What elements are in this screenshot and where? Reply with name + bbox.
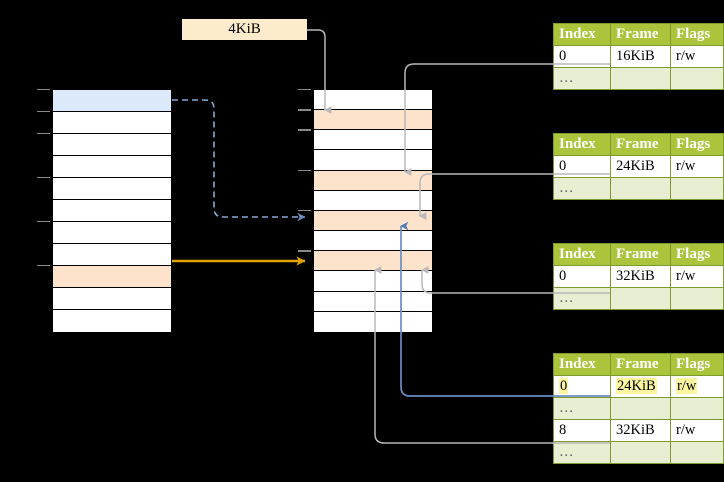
page-size-label: 4KiB bbox=[182, 19, 307, 40]
physical-memory-column-row-10 bbox=[314, 291, 432, 312]
cell-index: 0 bbox=[553, 155, 611, 178]
virtual-address-column-row-1 bbox=[53, 112, 171, 134]
cell-frame: 24KiB bbox=[610, 375, 671, 398]
cell-flags: r/w bbox=[670, 265, 724, 288]
column-header-frame: Frame bbox=[610, 353, 671, 376]
column-header-flags: Flags bbox=[670, 133, 724, 156]
column-tick-mark bbox=[37, 89, 50, 91]
cell-index: … bbox=[553, 67, 611, 90]
column-tick-mark bbox=[37, 265, 50, 267]
physical-memory-column-row-0 bbox=[314, 90, 432, 111]
cell-frame: 16KiB bbox=[610, 45, 671, 68]
table-row: … bbox=[553, 397, 724, 420]
column-header-frame: Frame bbox=[610, 133, 671, 156]
physical-memory-column-row-3 bbox=[314, 150, 432, 171]
physical-memory-column-row-8 bbox=[314, 251, 432, 272]
column-header-frame: Frame bbox=[610, 23, 671, 46]
column-tick-mark bbox=[298, 89, 311, 91]
cell-flags bbox=[670, 177, 724, 200]
virtual-address-column-row-5 bbox=[53, 200, 171, 222]
cell-frame bbox=[610, 441, 671, 464]
physical-memory-column-row-7 bbox=[314, 231, 432, 252]
virtual-address-column-row-0 bbox=[53, 90, 171, 112]
cell-index: 0 bbox=[553, 45, 611, 68]
cell-index: … bbox=[553, 287, 611, 310]
table-row: … bbox=[553, 67, 724, 90]
column-header-flags: Flags bbox=[670, 353, 724, 376]
column-tick-mark bbox=[298, 109, 311, 111]
column-tick-mark bbox=[298, 169, 311, 172]
physical-memory-column-row-5 bbox=[314, 190, 432, 211]
column-tick-mark bbox=[37, 177, 50, 179]
virtual-address-column-row-3 bbox=[53, 156, 171, 178]
column-header-index: Index bbox=[553, 133, 611, 156]
cell-frame bbox=[610, 397, 671, 420]
physical-memory-column-row-6 bbox=[314, 210, 432, 232]
cell-frame: 24KiB bbox=[610, 155, 671, 178]
cell-flags bbox=[670, 287, 724, 310]
column-tick-mark bbox=[298, 210, 311, 212]
cell-flags: r/w bbox=[670, 419, 724, 442]
cell-index: 0 bbox=[553, 375, 611, 398]
physical-memory-column-row-1 bbox=[314, 110, 432, 131]
column-header-index: Index bbox=[553, 353, 611, 376]
table-row: … bbox=[553, 177, 724, 200]
column-header-frame: Frame bbox=[610, 243, 671, 266]
column-tick-mark bbox=[37, 111, 50, 113]
virtual-address-column-row-9 bbox=[53, 288, 171, 310]
table-row: … bbox=[553, 441, 724, 464]
cell-frame: 32KiB bbox=[610, 265, 671, 288]
cell-flags bbox=[670, 67, 724, 90]
column-header-index: Index bbox=[553, 23, 611, 46]
cell-flags: r/w bbox=[670, 45, 724, 68]
column-header-flags: Flags bbox=[670, 23, 724, 46]
virtual-address-column-row-2 bbox=[53, 134, 171, 156]
virtual-address-column-row-6 bbox=[53, 222, 171, 244]
column-tick-mark bbox=[298, 129, 311, 131]
physical-memory-column bbox=[313, 89, 433, 332]
cell-frame bbox=[610, 67, 671, 90]
cell-flags: r/w bbox=[670, 375, 724, 398]
column-tick-mark bbox=[37, 221, 50, 223]
cell-index: 0 bbox=[553, 265, 611, 288]
cell-flags bbox=[670, 397, 724, 420]
cell-frame bbox=[610, 177, 671, 200]
cell-index: 8 bbox=[553, 419, 611, 442]
virtual-address-column bbox=[52, 89, 172, 332]
cell-index: … bbox=[553, 177, 611, 200]
physical-memory-column-row-2 bbox=[314, 130, 432, 151]
cell-index: … bbox=[553, 397, 611, 420]
virtual-address-column-row-7 bbox=[53, 244, 171, 266]
column-tick-mark bbox=[37, 133, 50, 135]
cell-flags: r/w bbox=[670, 155, 724, 178]
table-row: … bbox=[553, 287, 724, 310]
physical-memory-column-row-4 bbox=[314, 170, 432, 191]
cell-frame bbox=[610, 287, 671, 310]
cell-flags bbox=[670, 441, 724, 464]
physical-memory-column-row-9 bbox=[314, 271, 432, 292]
virtual-address-column-row-8 bbox=[53, 266, 171, 288]
column-header-index: Index bbox=[553, 243, 611, 266]
virtual-address-column-row-4 bbox=[53, 178, 171, 200]
column-header-flags: Flags bbox=[670, 243, 724, 266]
cell-index: … bbox=[553, 441, 611, 464]
virtual-address-column-row-10 bbox=[53, 310, 171, 332]
cell-frame: 32KiB bbox=[610, 419, 671, 442]
column-tick-mark bbox=[298, 250, 311, 252]
physical-memory-column-row-11 bbox=[314, 311, 432, 332]
wire-virtual0-to-physical6 bbox=[172, 99, 306, 222]
